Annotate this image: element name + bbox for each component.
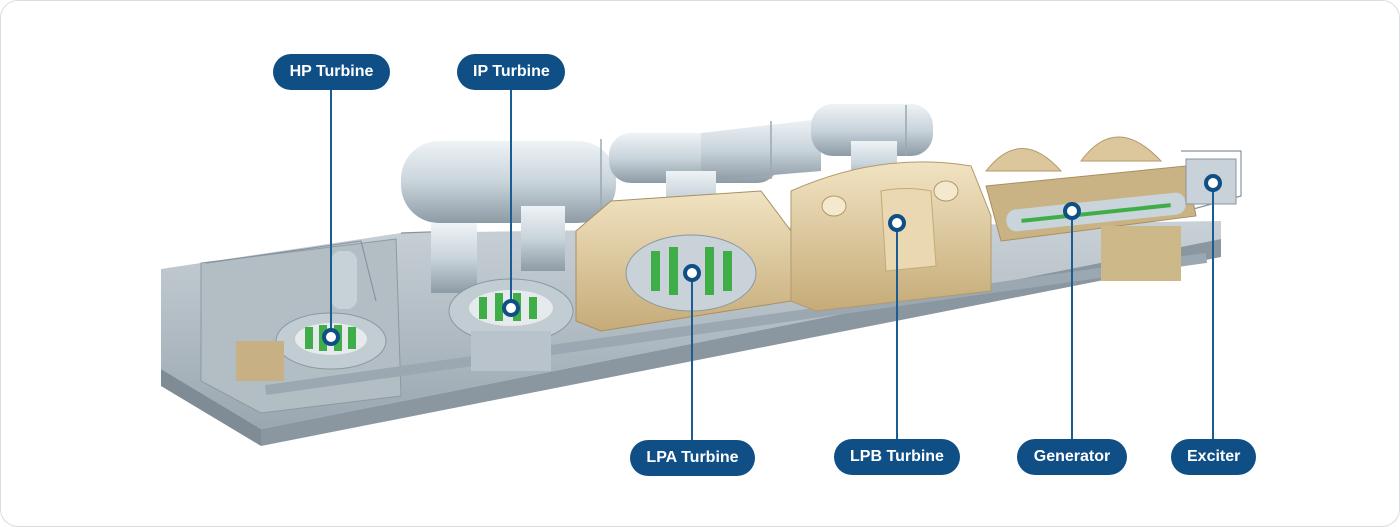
label-lpb-turbine: LPB Turbine: [834, 439, 960, 475]
label-generator: Generator: [1017, 439, 1127, 475]
label-ip-turbine: IP Turbine: [457, 54, 565, 90]
leader-lines: [330, 89, 1214, 441]
marker-exciter: [1204, 174, 1222, 192]
marker-lpa: [683, 264, 701, 282]
label-lpa-turbine: LPA Turbine: [630, 440, 755, 476]
generator-body: [984, 136, 1197, 281]
lpb-turbine-body: [790, 161, 992, 312]
label-hp-turbine: HP Turbine: [273, 54, 390, 90]
ip-turbine-body: [448, 278, 574, 371]
label-exciter: Exciter: [1171, 439, 1256, 475]
marker-generator: [1063, 202, 1081, 220]
marker-hp: [322, 328, 340, 346]
marker-lpb: [888, 214, 906, 232]
marker-ip: [502, 299, 520, 317]
marker-dots: [322, 174, 1222, 346]
